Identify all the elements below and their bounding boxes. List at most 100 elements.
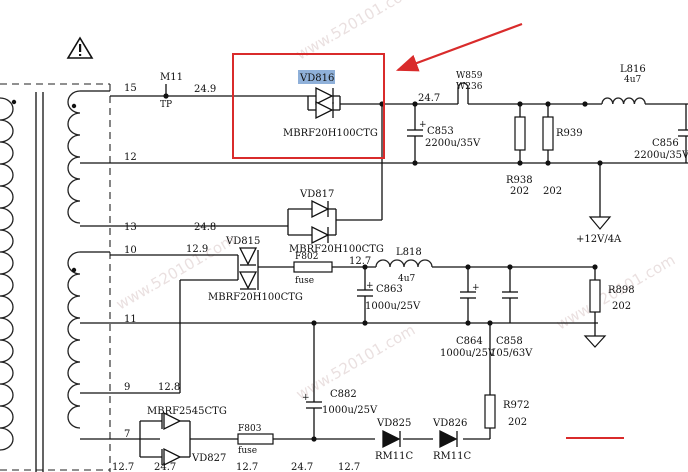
mbrf2545-part-label: MBRF2545CTG	[147, 406, 227, 417]
vd817-part-label: MBRF20H100CTG	[289, 244, 384, 255]
capacitor-c864	[460, 291, 476, 299]
c863-value-label: 1000u/25V	[365, 301, 421, 312]
c856-value-label: 2200u/35V	[634, 150, 688, 161]
c864-value-label: 1000u/25V	[440, 348, 496, 359]
fuse-f803	[237, 433, 274, 445]
vd817-ref-label: VD817	[299, 189, 334, 200]
pin-leads	[80, 90, 110, 440]
vd825-ref-label: VD825	[376, 418, 411, 429]
r898-ref-label: R898	[608, 285, 635, 296]
capacitor-c863	[357, 289, 373, 297]
m11-ref-label: M11	[160, 72, 183, 83]
voltage-label: 12.7	[112, 462, 134, 472]
f802-ref-label: F802	[295, 252, 318, 262]
c863-ref-label: C863	[376, 284, 403, 295]
l816-ref-label: L816	[620, 64, 646, 75]
pin-7-label: 7	[124, 429, 130, 440]
transformer-core	[35, 92, 44, 472]
rail-12v-label: +12V/4A	[576, 234, 622, 245]
warning-triangle-icon	[66, 36, 94, 59]
vd816-part-label: MBRF20H100CTG	[283, 128, 378, 139]
r939-ref-label: R939	[556, 128, 583, 139]
capacitor-c882	[306, 401, 322, 409]
vd826-part-label: RM11C	[433, 451, 471, 462]
voltage-label: 24.7	[291, 462, 313, 472]
l816-value-label: 4u7	[624, 75, 642, 85]
vd815-part-label: MBRF20H100CTG	[208, 292, 303, 303]
c853-value-label: 2200u/35V	[425, 138, 481, 149]
m11-tp-label: TP	[160, 100, 172, 110]
vd827-ref-label: VD827	[191, 453, 226, 464]
fuse-f802	[293, 261, 333, 273]
c863-polarity: +	[366, 281, 374, 291]
resistor-r898	[589, 279, 601, 313]
voltage-label: 24.8	[194, 222, 216, 233]
f802-type-label: fuse	[295, 276, 314, 286]
r972-ref-label: R972	[503, 400, 530, 411]
capacitor-c856	[678, 129, 688, 137]
pin-11-label: 11	[124, 314, 137, 325]
resistor-r972	[484, 394, 496, 429]
voltage-label: 12.8	[158, 382, 180, 393]
r939-value-label: 202	[543, 186, 562, 197]
r898-value-label: 202	[612, 301, 631, 312]
transformer-boundary	[0, 83, 111, 472]
f803-ref-label: F803	[238, 424, 262, 434]
pin-13-label: 13	[124, 222, 137, 233]
junction-dots	[163, 93, 603, 442]
vd815-ref-label: VD815	[225, 236, 260, 247]
voltage-label: 24.9	[194, 84, 216, 95]
inductor-l816	[601, 97, 646, 105]
diode-vd825	[382, 429, 401, 449]
test-point-m11: M11 TP	[160, 72, 183, 110]
diode-vd827	[161, 411, 182, 467]
c864-ref-label: C864	[456, 336, 483, 347]
w859-ref-label: W859	[456, 71, 483, 81]
resistor-r938	[514, 116, 526, 151]
primary-winding	[0, 97, 17, 451]
c858-ref-label: C858	[496, 336, 523, 347]
pin-15-label: 15	[124, 83, 137, 94]
voltage-label: 24.7	[418, 93, 440, 104]
wiring	[110, 88, 688, 458]
c856-ref-label: C856	[652, 138, 679, 149]
r938-ref-label: R938	[506, 175, 533, 186]
pin-9-label: 9	[124, 382, 130, 393]
vd826-ref-label: VD826	[432, 418, 467, 429]
c864-polarity: +	[472, 283, 480, 293]
voltage-label: 12.7	[236, 462, 258, 472]
c882-value-label: 1000u/25V	[322, 405, 378, 416]
secondary-winding-bottom	[67, 251, 81, 429]
l818-ref-label: L818	[396, 247, 422, 258]
voltage-label: 24.7	[154, 462, 176, 472]
r972-value-label: 202	[508, 417, 527, 428]
c858-value-label: 105/63V	[490, 348, 533, 359]
voltage-label: 12.7	[349, 256, 371, 267]
diode-vd817	[311, 199, 330, 245]
inductor-l818	[375, 259, 433, 268]
resistor-r939	[542, 116, 554, 151]
capacitor-c853	[407, 129, 423, 137]
f803-type-label: fuse	[238, 446, 257, 456]
vd816-label-highlight	[298, 70, 335, 84]
pointer-arrow-icon	[395, 22, 523, 72]
diode-vd816	[315, 86, 334, 120]
voltage-label: 12.7	[338, 462, 360, 472]
voltage-label: 12.9	[186, 244, 208, 255]
ground-icon	[588, 216, 612, 230]
ground-icon	[583, 335, 607, 348]
r938-value-label: 202	[510, 186, 529, 197]
vd816-ref-label: VD816	[299, 73, 334, 84]
c853-ref-label: C853	[427, 126, 454, 137]
l818-value-label: 4u7	[398, 274, 416, 284]
jumper-w859	[457, 82, 469, 89]
pin-12-label: 12	[124, 152, 137, 163]
c853-polarity: +	[419, 120, 427, 130]
pin-10-label: 10	[124, 245, 137, 256]
vd825-part-label: RM11C	[375, 451, 413, 462]
diode-vd826	[439, 429, 458, 449]
c882-ref-label: C882	[330, 389, 357, 400]
diode-vd815	[238, 247, 258, 290]
w859-part-label: W236	[456, 82, 483, 92]
